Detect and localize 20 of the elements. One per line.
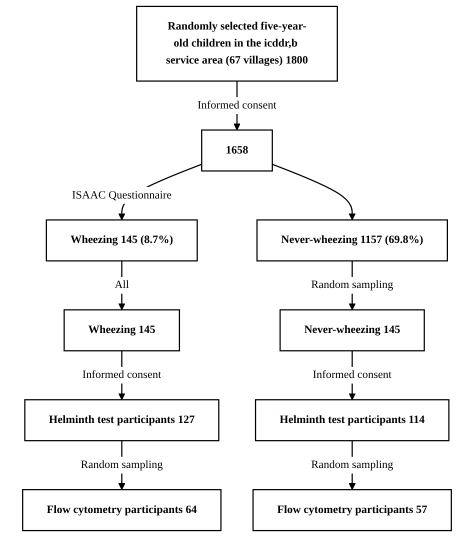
edge-label: Random sampling — [311, 459, 394, 472]
node-box: Wheezing 145 (8.7%) — [46, 219, 198, 262]
edge-label: Random sampling — [311, 279, 394, 292]
edge-label: Informed consent — [312, 369, 392, 382]
node-box: Randomly selected five-year-old children in the icddr,b service area (67 villages) 1800 — [136, 6, 338, 82]
edge-label: ISAAC Questionnaire — [72, 189, 172, 202]
arrow — [118, 260, 126, 310]
node-box: 1658 — [201, 129, 273, 172]
node-box: Never-wheezing 1157 (69.8%) — [256, 219, 448, 262]
arrow — [272, 164, 356, 220]
node-box: Helminth test participants 114 — [254, 399, 450, 442]
node-box: Never-wheezing 145 — [280, 309, 425, 352]
node-box: Flow cytometry participants 64 — [22, 489, 222, 532]
edge-label: Informed consent — [198, 100, 276, 112]
node-box: Flow cytometry participants 57 — [252, 489, 452, 532]
edge-label: All — [114, 279, 129, 292]
node-box: Wheezing 145 — [64, 309, 180, 352]
edge-label: Random sampling — [80, 459, 163, 472]
node-box: Helminth test participants 127 — [24, 399, 220, 442]
edge-label: Informed consent — [82, 369, 162, 382]
